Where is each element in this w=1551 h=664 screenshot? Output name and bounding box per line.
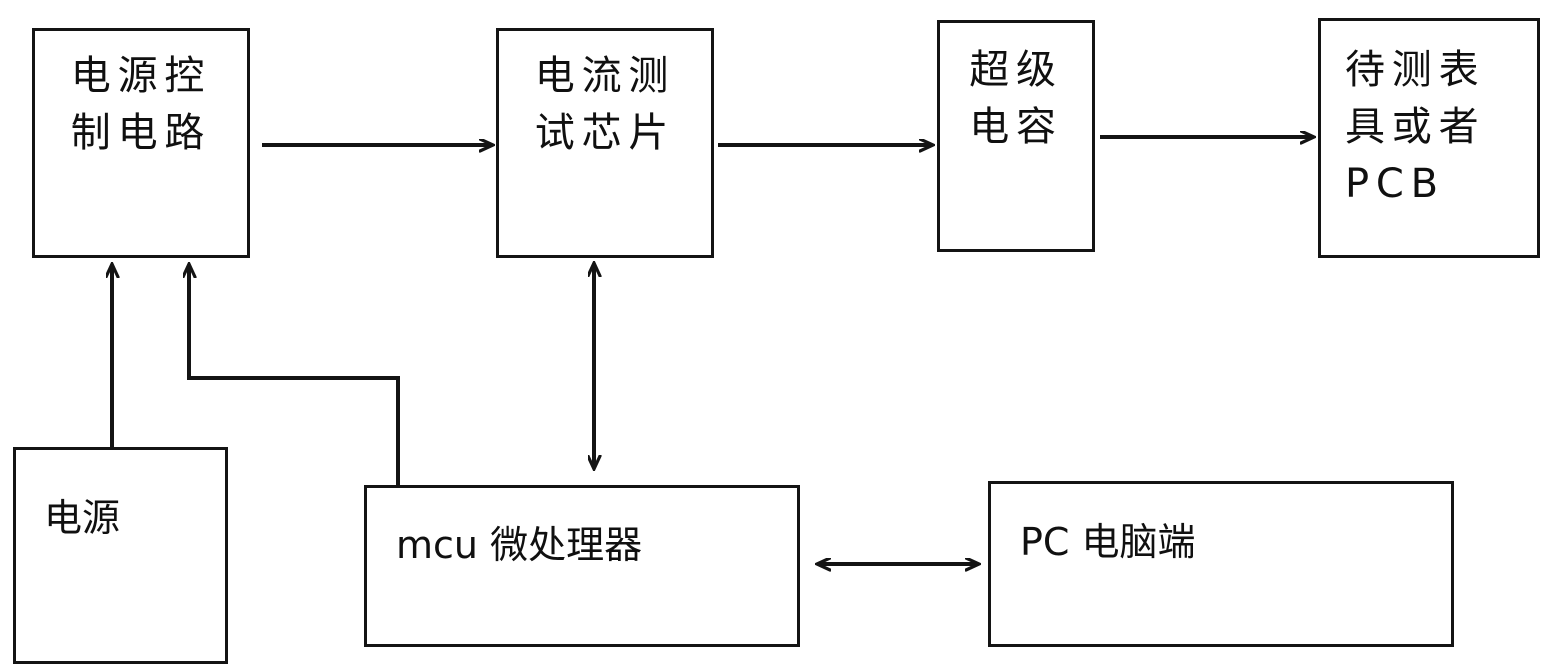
- node-power-supply[interactable]: [13, 447, 228, 664]
- node-power-control-circuit[interactable]: [32, 28, 250, 258]
- connector-mcu-to-power-control: [189, 265, 400, 485]
- node-supercapacitor[interactable]: [937, 20, 1095, 252]
- node-current-test-chip[interactable]: [496, 28, 714, 258]
- node-mcu-microprocessor[interactable]: [364, 485, 800, 647]
- node-device-under-test[interactable]: [1318, 18, 1540, 258]
- node-pc-host[interactable]: [988, 481, 1454, 647]
